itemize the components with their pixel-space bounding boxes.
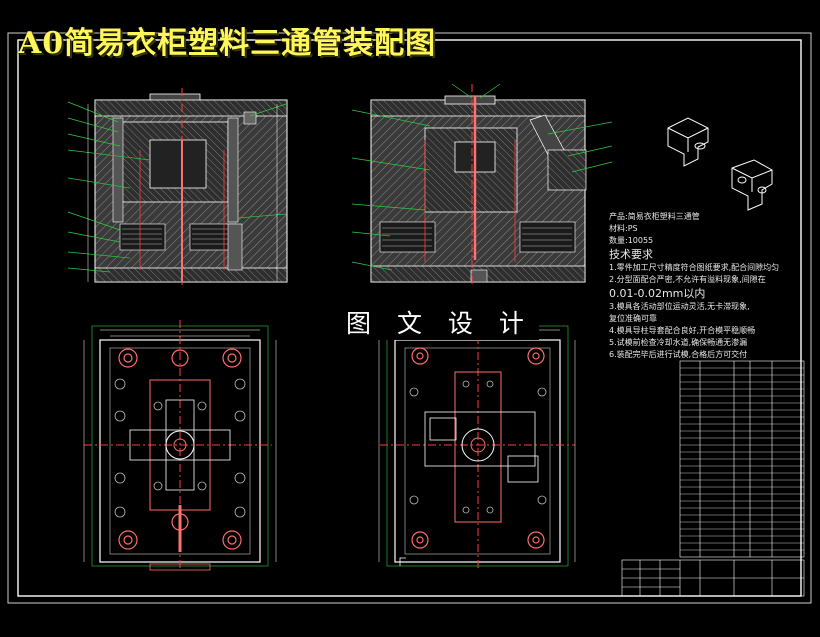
tee-part-isometric — [667, 117, 773, 211]
plan-view-fixed-half — [378, 320, 576, 570]
drawing-title: A0简易衣柜塑料三通管装配图 — [18, 26, 437, 61]
note-item: 4.模具导柱导套配合良好,开合模平稳顺畅 — [609, 326, 756, 335]
parts-list-rows — [680, 367, 804, 551]
note-item: 1.零件加工尺寸精度符合图纸要求,配合间隙均匀 — [609, 263, 780, 272]
note-item: 2.分型面配合严密,不允许有溢料现象,间隙在 — [609, 275, 766, 284]
note-item: 0.01-0.02mm以内 — [609, 287, 706, 300]
note-item: 3.模具各活动部位运动灵活,无卡滞现象, — [609, 302, 750, 311]
note-item: 复位准确可靠 — [609, 314, 657, 323]
note-material: 材料:PS — [609, 224, 638, 233]
section-view-b — [351, 83, 613, 286]
inner-frame — [17, 39, 802, 597]
section-view-a — [67, 88, 288, 285]
technical-notes: 产品:简易衣柜塑料三通管 材料:PS 数量:10055 技术要求 1.零件加工尺… — [609, 211, 799, 361]
title-block — [621, 559, 805, 597]
note-item: 5.试模前检查冷却水道,确保畅通无渗漏 — [609, 338, 748, 347]
watermark-text: 图 文 设 计 — [340, 304, 539, 340]
note-part: 产品:简易衣柜塑料三通管 — [609, 212, 700, 221]
note-quantity: 数量:10055 — [609, 236, 654, 245]
note-item: 6.装配完毕后进行试模,合格后方可交付 — [609, 350, 748, 359]
note-heading: 技术要求 — [609, 248, 653, 261]
outer-frame — [7, 32, 812, 604]
plan-view-moving-half — [83, 320, 277, 571]
